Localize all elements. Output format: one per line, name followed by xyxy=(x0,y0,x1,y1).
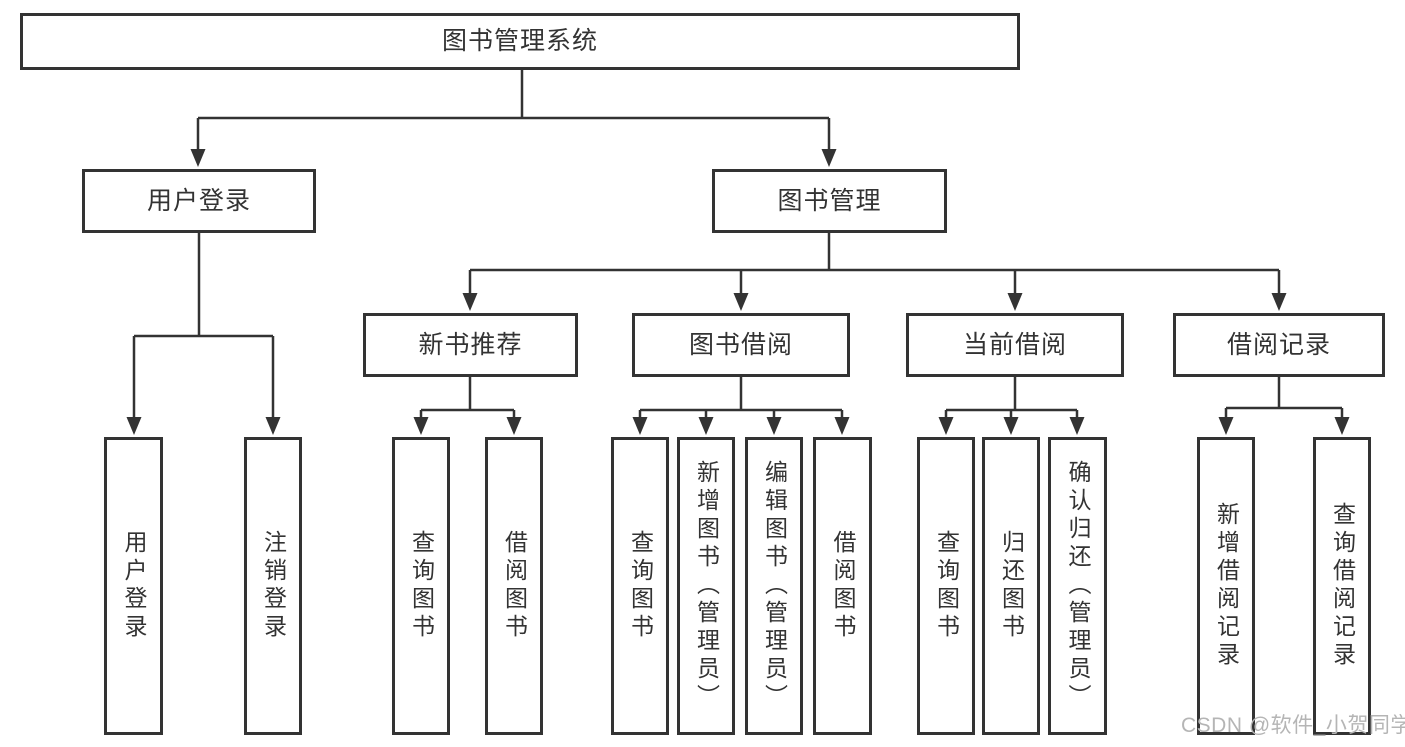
node-leaf-bb-edit-books-admin: 编辑图书（管理员） xyxy=(745,437,803,735)
node-leaf-br-add-record: 新增借阅记录 xyxy=(1197,437,1255,735)
node-leaf-user-login: 用户登录 xyxy=(104,437,163,735)
node-borrowing-records: 借阅记录 xyxy=(1173,313,1385,377)
edge-user-login-children xyxy=(126,233,281,435)
edge-new-book-rec-children xyxy=(413,377,522,435)
node-leaf-cb-return-books: 归还图书 xyxy=(982,437,1040,735)
node-library-management-system: 图书管理系统 xyxy=(20,13,1020,70)
node-new-book-recommendation: 新书推荐 xyxy=(363,313,578,377)
edge-book-borrow-children xyxy=(632,377,850,435)
edge-current-borrow-children xyxy=(938,377,1085,435)
edge-root-to-level2 xyxy=(190,70,837,167)
node-leaf-bb-query-books: 查询图书 xyxy=(611,437,669,735)
node-leaf-bb-borrow-books: 借阅图书 xyxy=(813,437,872,735)
edge-borrow-records-children xyxy=(1218,377,1350,435)
node-leaf-br-query-record: 查询借阅记录 xyxy=(1313,437,1371,735)
node-leaf-rec-borrow-books: 借阅图书 xyxy=(485,437,543,735)
node-leaf-logout: 注销登录 xyxy=(244,437,302,735)
edge-book-mgmt-children xyxy=(462,233,1287,311)
node-book-borrowing: 图书借阅 xyxy=(632,313,850,377)
csdn-watermark: CSDN @软件_小贺同学 xyxy=(1181,714,1405,737)
node-book-management-branch: 图书管理 xyxy=(712,169,947,233)
node-leaf-cb-query-books: 查询图书 xyxy=(917,437,975,735)
node-user-login-branch: 用户登录 xyxy=(82,169,316,233)
node-leaf-cb-confirm-return-admin: 确认归还（管理员） xyxy=(1048,437,1107,735)
node-leaf-bb-add-books-admin: 新增图书（管理员） xyxy=(677,437,735,735)
node-leaf-rec-query-books: 查询图书 xyxy=(392,437,450,735)
node-current-borrowing: 当前借阅 xyxy=(906,313,1124,377)
